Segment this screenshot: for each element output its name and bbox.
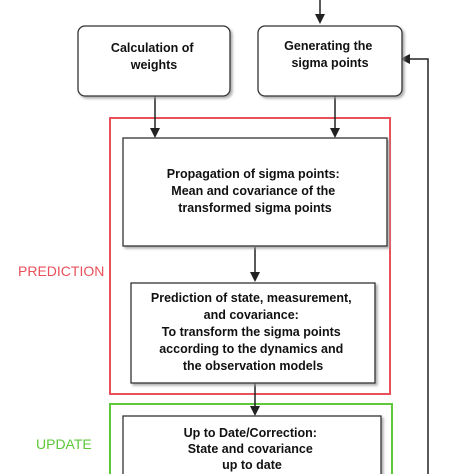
node-sigma-line: sigma points [291, 56, 368, 70]
node-update-line: State and covariance [188, 442, 313, 456]
node-weights-line: Calculation of [111, 41, 194, 55]
node-propagation-line: Mean and covariance of the [171, 184, 335, 198]
svg-text:Prediction of state, measureme: Prediction of state, measurement, and co… [151, 291, 355, 373]
node-propagation-line: transformed sigma points [178, 201, 332, 215]
svg-text:Calculation of weights: Calculation of weights [111, 41, 197, 72]
feedback-loop-arrow [400, 54, 429, 474]
node-propagation-line: Propagation of sigma points: [167, 167, 340, 181]
node-calculation-of-weights: Calculation of weights [77, 25, 231, 97]
node-update-line: Up to Date/Correction: [184, 426, 317, 440]
node-prediction-line: Prediction of state, measurement, [151, 291, 352, 305]
prediction-stage-frame [109, 117, 391, 395]
node-prediction-line: and covariance: [204, 308, 299, 322]
update-stage-frame [109, 403, 393, 474]
node-prediction-line: according to the dynamics and [159, 342, 343, 356]
svg-text:Propagation of sigma points:: Propagation of sigma points: Mean and co… [167, 167, 343, 215]
node-propagation-of-sigma-points: Propagation of sigma points: Mean and co… [122, 137, 388, 247]
node-sigma-line: Generating the [284, 39, 372, 53]
prediction-stage-label: PREDICTION [18, 263, 104, 279]
node-up-to-date-correction: Up to Date/Correction: State and covaria… [122, 415, 382, 474]
node-update-line: up to date [222, 458, 282, 472]
node-prediction-line: the observation models [183, 359, 323, 373]
node-weights-line: weights [130, 58, 178, 72]
svg-text:Up to Date/Correction: S: Up to Date/Correction: State and covaria… [184, 426, 321, 472]
node-prediction-line: To transform the sigma points [162, 325, 341, 339]
node-prediction-of-state: Prediction of state, measurement, and co… [130, 282, 376, 384]
update-stage-label: UPDATE [36, 436, 92, 452]
node-generating-sigma-points: Generating the sigma points [257, 25, 403, 97]
svg-text:Generating the sigma poi: Generating the sigma points [284, 39, 376, 70]
